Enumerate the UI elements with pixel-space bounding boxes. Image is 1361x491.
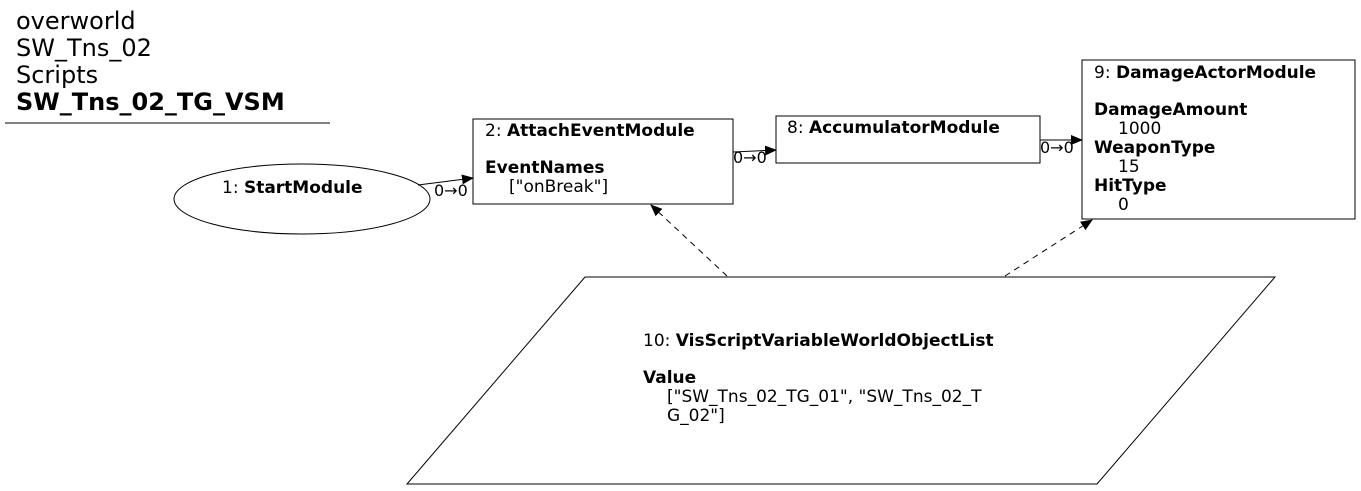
event-names-value: ["onBreak"] xyxy=(509,177,609,197)
node-damage-actor-module-label: 9: DamageActorModule DamageAmount 1000 W… xyxy=(1094,64,1316,215)
node-accumulator-module-name: AccumulatorModule xyxy=(808,118,1000,138)
node-damage-actor-module-name: DamageActorModule xyxy=(1115,63,1317,83)
value-key: Value xyxy=(643,368,697,388)
node-attach-event-module[interactable] xyxy=(472,118,734,205)
node-attach-event-module-name: AttachEventModule xyxy=(506,121,695,141)
value-line-1: ["SW_Tns_02_TG_01", "SW_Tns_02_T xyxy=(667,387,982,407)
node-world-object-list-label: 10: VisScriptVariableWorldObjectList Val… xyxy=(643,332,994,426)
edge-2-to-8-label: 0→0 xyxy=(733,148,767,167)
edge-2-to-8 xyxy=(732,145,777,156)
weapon-type-key: WeaponType xyxy=(1094,138,1216,158)
header-line-2: SW_Tns_02 xyxy=(16,34,152,62)
node-accumulator-module-label: 8: AccumulatorModule xyxy=(787,119,1000,138)
node-damage-actor-module-id: 9: xyxy=(1094,63,1111,83)
edge-1-to-2-label: 0→0 xyxy=(434,181,468,200)
edge-1-to-2 xyxy=(417,174,474,186)
weapon-type-value: 15 xyxy=(1118,157,1140,177)
node-attach-event-module-id: 2: xyxy=(485,121,502,141)
node-world-object-list[interactable] xyxy=(405,276,1277,485)
edge-8-to-9-label: 0→0 xyxy=(1040,138,1074,157)
node-world-object-list-id: 10: xyxy=(643,331,671,351)
node-accumulator-module-id: 8: xyxy=(787,118,804,138)
header-line-3: Scripts xyxy=(16,61,99,89)
graph-title: SW_Tns_02_TG_VSM xyxy=(16,88,285,116)
node-start-module-label: 1: StartModule xyxy=(222,179,363,198)
header-line-1: overworld xyxy=(16,7,136,35)
damage-amount-key: DamageAmount xyxy=(1094,100,1248,120)
hit-type-value: 0 xyxy=(1118,195,1129,215)
hit-type-key: HitType xyxy=(1094,176,1167,196)
node-start-module-id: 1: xyxy=(222,178,239,198)
node-attach-event-module-label: 2: AttachEventModule EventNames ["onBrea… xyxy=(485,122,695,197)
edge-10-to-2 xyxy=(650,204,728,277)
event-names-key: EventNames xyxy=(485,158,605,178)
damage-amount-value: 1000 xyxy=(1118,119,1162,139)
node-start-module[interactable] xyxy=(173,163,431,235)
value-line-2: G_02"] xyxy=(667,406,725,426)
node-start-module-name: StartModule xyxy=(243,178,363,198)
edge-10-to-9 xyxy=(1004,219,1093,277)
node-world-object-list-name: VisScriptVariableWorldObjectList xyxy=(675,331,994,351)
